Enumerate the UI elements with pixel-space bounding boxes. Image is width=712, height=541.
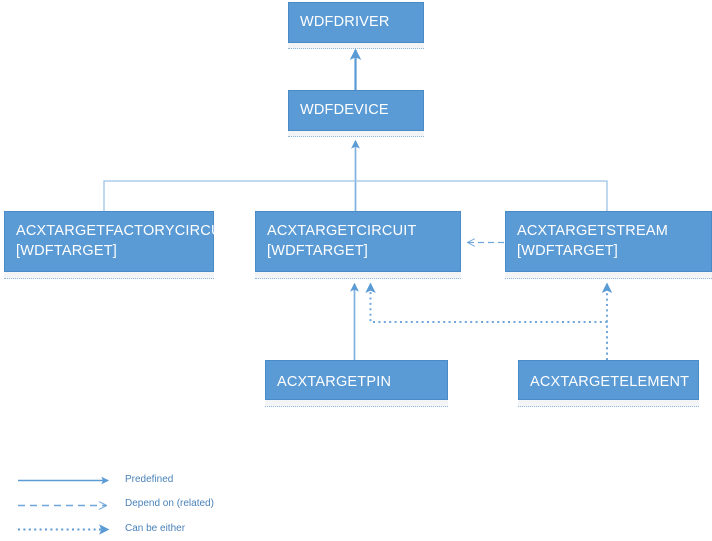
node-acxtargetpin-label: ACXTARGETPIN xyxy=(277,374,392,390)
node-wdfdriver[interactable]: WDFDRIVER xyxy=(288,2,424,43)
edge-bus-horizontal xyxy=(103,180,608,211)
node-acxtargetcircuit-sublabel: [WDFTARGET] xyxy=(267,243,369,259)
node-acxtargetfactorycircuit[interactable]: ACXTARGETFACTORYCIRCUIT [WDFTARGET] xyxy=(4,211,235,272)
node-acxtargetfactorycircuit-label: ACXTARGETFACTORYCIRCUIT xyxy=(16,223,235,239)
node-acxtargetcircuit[interactable]: ACXTARGETCIRCUIT [WDFTARGET] xyxy=(255,211,461,272)
node-shadow-acxtargetcircuit xyxy=(255,272,461,279)
node-wdfdevice-label: WDFDEVICE xyxy=(300,102,389,118)
node-shadow-acxtargetelement xyxy=(518,400,699,407)
legend-label-depend-on: Depend on (related) xyxy=(125,498,214,509)
node-acxtargetstream[interactable]: ACXTARGETSTREAM [WDFTARGET] xyxy=(505,211,712,272)
node-acxtargetcircuit-label: ACXTARGETCIRCUIT xyxy=(267,223,417,239)
edge-acxtargetpin-to-acxtargetstream xyxy=(365,282,608,360)
node-acxtargetstream-label: ACXTARGETSTREAM xyxy=(517,223,668,239)
node-acxtargetpin[interactable]: ACXTARGETPIN xyxy=(265,360,448,400)
node-acxtargetstream-sublabel: [WDFTARGET] xyxy=(517,243,619,259)
node-acxtargetelement[interactable]: ACXTARGETELEMENT xyxy=(518,360,699,400)
node-shadow-acxtargetstream xyxy=(505,272,712,279)
node-wdfdevice[interactable]: WDFDEVICE xyxy=(288,90,424,131)
legend-label-predefined: Predefined xyxy=(125,474,174,485)
node-acxtargetfactorycircuit-sublabel: [WDFTARGET] xyxy=(16,243,118,259)
node-acxtargetelement-label: ACXTARGETELEMENT xyxy=(530,374,690,390)
node-shadow-acxtargetpin xyxy=(265,400,448,407)
node-shadow-acxtargetfactorycircuit xyxy=(4,272,214,279)
node-shadow-wdfdevice xyxy=(288,131,424,137)
legend-label-can-be-either: Can be either xyxy=(125,523,186,534)
node-wdfdriver-label: WDFDRIVER xyxy=(300,14,390,30)
